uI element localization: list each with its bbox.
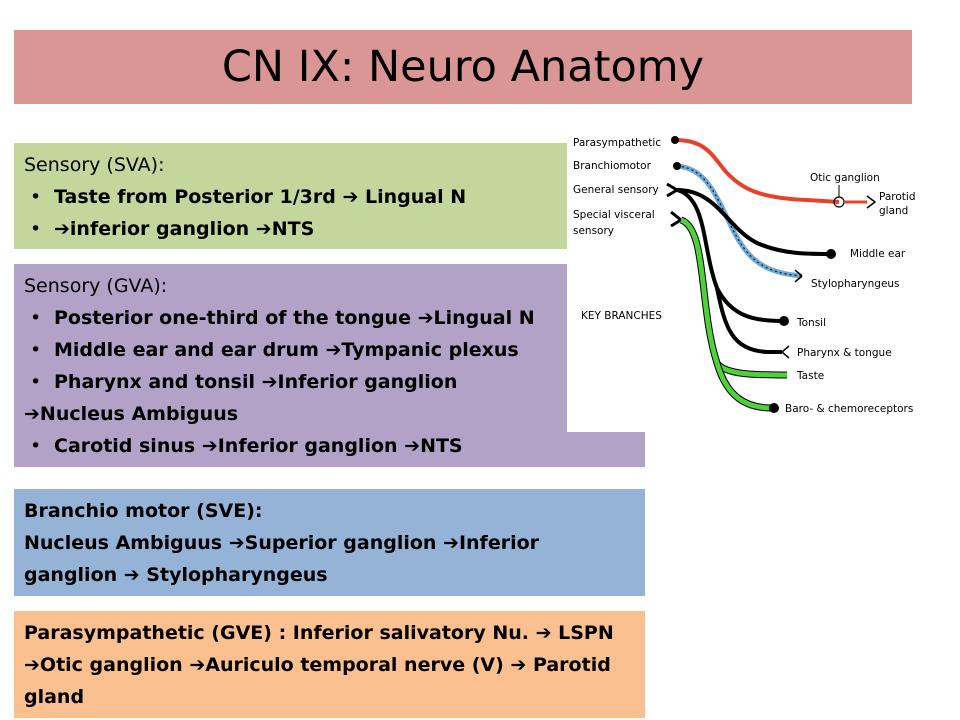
legend-general-sensory: General sensory (573, 184, 659, 196)
sva-item-1: Taste from Posterior 1/3rd ➔ Lingual N (54, 186, 467, 208)
list-item: Pharynx and tonsil ➔Inferior ganglion (24, 366, 555, 398)
key-branches-label: KEY BRANCHES (581, 310, 662, 322)
gva-item-3: Pharynx and tonsil ➔Inferior ganglion (54, 371, 458, 393)
branchiomotor-origin (673, 162, 681, 170)
gva-list-2: Carotid sinus ➔Inferior ganglion ➔NTS (24, 430, 555, 462)
legend-sensory: sensory (573, 225, 614, 237)
page-title: CN IX: Neuro Anatomy (221, 42, 705, 92)
gva-continuation: ➔Nucleus Ambiguus (24, 403, 239, 425)
parasympathetic-origin (671, 136, 679, 144)
pharynx-tongue-ending (781, 345, 790, 359)
target-taste: Taste (796, 370, 824, 382)
list-item: Posterior one-third of the tongue ➔Lingu… (24, 302, 555, 334)
pharynx-tongue-branch (715, 287, 782, 354)
sve-body: Nucleus Ambiguus ➔Superior ganglion ➔Inf… (24, 532, 540, 586)
baro-chemoreceptor-branch-fill (714, 362, 773, 411)
baro-chemoreceptor-ending (769, 403, 779, 413)
nerve-diagram: Parasympathetic Branchiomotor General se… (567, 128, 932, 432)
otic-ganglion-label: Otic ganglion (810, 172, 880, 184)
tonsil-ending (779, 316, 789, 326)
legend-branchiomotor: Branchiomotor (573, 160, 652, 172)
sva-box: Sensory (SVA): Taste from Posterior 1/3r… (14, 143, 584, 249)
target-pharynx-tongue: Pharynx & tongue (797, 347, 892, 359)
sva-list: Taste from Posterior 1/3rd ➔ Lingual N ➔… (24, 181, 574, 245)
parotid-label-1: Parotid (879, 191, 916, 203)
sva-item-2: ➔inferior ganglion ➔NTS (54, 218, 315, 240)
middle-ear-ending (826, 249, 836, 259)
list-item: Middle ear and ear drum ➔Tympanic plexus (24, 334, 555, 366)
middle-ear-branch (676, 188, 830, 256)
target-stylopharyngeus: Stylopharyngeus (811, 278, 900, 290)
gva-item-4: Carotid sinus ➔Inferior ganglion ➔NTS (54, 435, 463, 457)
taste-branch-fill (679, 217, 788, 378)
sve-box: Branchio motor (SVE): Nucleus Ambiguus ➔… (14, 489, 645, 596)
gve-body: Parasympathetic (GVE) : Inferior salivat… (24, 622, 614, 708)
gva-heading: Sensory (GVA): (24, 275, 168, 297)
list-item: Taste from Posterior 1/3rd ➔ Lingual N (24, 181, 574, 213)
gva-list: Posterior one-third of the tongue ➔Lingu… (24, 302, 555, 398)
gva-item-1: Posterior one-third of the tongue ➔Lingu… (54, 307, 535, 329)
sve-heading: Branchio motor (SVE): (24, 500, 263, 522)
parasympathetic-nerve (674, 138, 840, 204)
target-tonsil: Tonsil (796, 317, 826, 329)
target-baro-chemoreceptors: Baro- & chemoreceptors (785, 403, 913, 415)
target-middle-ear: Middle ear (850, 248, 906, 260)
special-visceral-origin-fork (670, 210, 684, 228)
list-item: Carotid sinus ➔Inferior ganglion ➔NTS (24, 430, 555, 462)
stylopharyngeus-ending (794, 269, 803, 283)
list-item: ➔inferior ganglion ➔NTS (24, 213, 574, 245)
title-bar: CN IX: Neuro Anatomy (14, 30, 912, 104)
gve-box: Parasympathetic (GVE) : Inferior salivat… (14, 611, 645, 718)
sva-heading: Sensory (SVA): (24, 154, 165, 176)
legend-parasympathetic: Parasympathetic (573, 137, 661, 149)
parotid-label-2: gland (879, 205, 908, 217)
tonsil-branch (676, 188, 783, 323)
gva-item-2: Middle ear and ear drum ➔Tympanic plexus (54, 339, 519, 361)
legend-special-visceral: Special visceral (573, 209, 655, 221)
general-sensory-origin-fork (666, 182, 680, 198)
gva-box: Sensory (GVA): Posterior one-third of th… (14, 264, 645, 467)
branchiomotor-dashes (676, 165, 803, 277)
nerve-diagram-svg: Parasympathetic Branchiomotor General se… (573, 136, 916, 415)
parotid-arrow (866, 195, 877, 209)
